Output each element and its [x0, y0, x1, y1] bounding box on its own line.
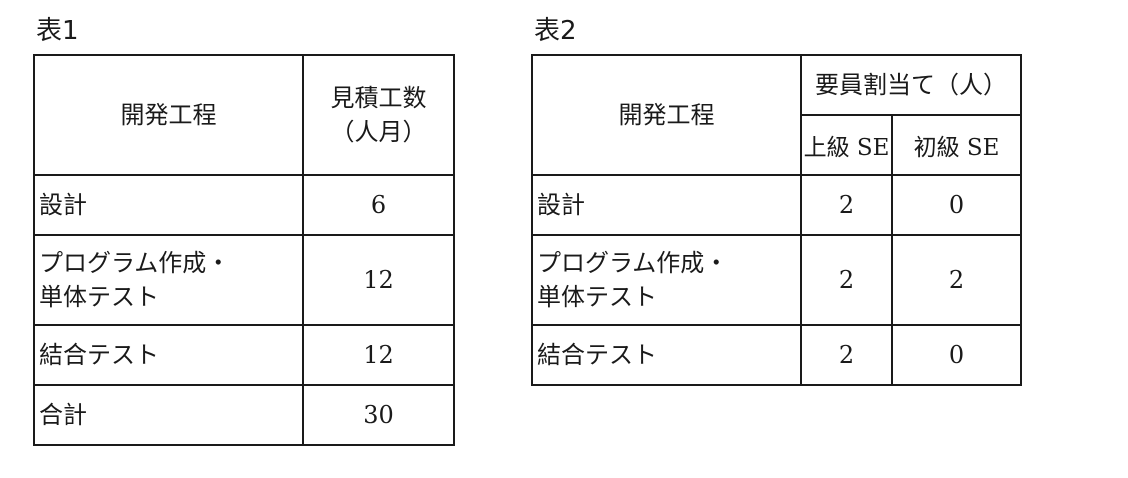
row-senior: 2	[800, 234, 893, 326]
row-process: 結合テスト	[531, 324, 802, 386]
table2-subheader-row: 上級 SE 初級 SE	[532, 114, 1022, 176]
row-process: 結合テスト	[33, 324, 304, 386]
table1-effort-estimate: 開発工程 見積工数 （人月） 設計 6 プログラム作成・ 単体テスト 12 結合…	[33, 54, 455, 446]
table-row: プログラム作成・ 単体テスト 2 2	[531, 234, 1022, 326]
row-effort: 12	[302, 324, 455, 386]
row-effort: 6	[302, 174, 455, 236]
header-process: 開発工程	[33, 54, 304, 176]
row-process-line2: 単体テスト	[537, 283, 657, 311]
table2-caption: 表2	[534, 16, 577, 46]
row-process-line1: プログラム作成・	[39, 249, 231, 277]
header-senior-label: 上級	[803, 135, 850, 161]
row-process: プログラム作成・ 単体テスト	[33, 234, 304, 326]
table-row: 結合テスト 2 0	[531, 324, 1022, 386]
table-row: 設計 2 0	[531, 174, 1022, 236]
table-row: 結合テスト 12	[33, 324, 455, 386]
row-process: 設計	[531, 174, 802, 236]
row-process-line1: プログラム作成・	[537, 249, 729, 277]
header-senior-se: 上級 SE	[800, 114, 893, 176]
row-process-line2: 単体テスト	[39, 283, 159, 311]
header-allocation: 要員割当て（人）	[800, 54, 1022, 116]
row-effort: 12	[302, 234, 455, 326]
row-process: 設計	[33, 174, 304, 236]
table-row: 設計 6	[33, 174, 455, 236]
table2-staff-allocation: 開発工程 要員割当て（人） 上級 SE 初級 SE 設計 2 0 プログラム作成…	[531, 54, 1022, 386]
row-junior: 0	[891, 324, 1022, 386]
row-effort: 30	[302, 384, 455, 446]
row-junior: 0	[891, 174, 1022, 236]
row-process: プログラム作成・ 単体テスト	[531, 234, 802, 326]
table1-header-row: 開発工程 見積工数 （人月）	[33, 54, 455, 176]
row-senior: 2	[800, 324, 893, 386]
row-junior: 2	[891, 234, 1022, 326]
header-senior-se-suffix: SE	[856, 135, 890, 161]
row-senior: 2	[800, 174, 893, 236]
header-effort: 見積工数 （人月）	[302, 54, 455, 176]
header-junior-se: 初級 SE	[891, 114, 1022, 176]
header-effort-line1: 見積工数	[330, 84, 427, 112]
table2-header-row: 開発工程 要員割当て（人）	[531, 54, 1022, 176]
table-row-total: 合計 30	[33, 384, 455, 446]
header-junior-se-suffix: SE	[966, 135, 1000, 161]
header-junior-label: 初級	[913, 135, 960, 161]
header-effort-line2: （人月）	[330, 118, 427, 146]
header-process: 開発工程	[531, 54, 802, 176]
table1-caption: 表1	[36, 16, 79, 46]
table-row: プログラム作成・ 単体テスト 12	[33, 234, 455, 326]
row-process: 合計	[33, 384, 304, 446]
